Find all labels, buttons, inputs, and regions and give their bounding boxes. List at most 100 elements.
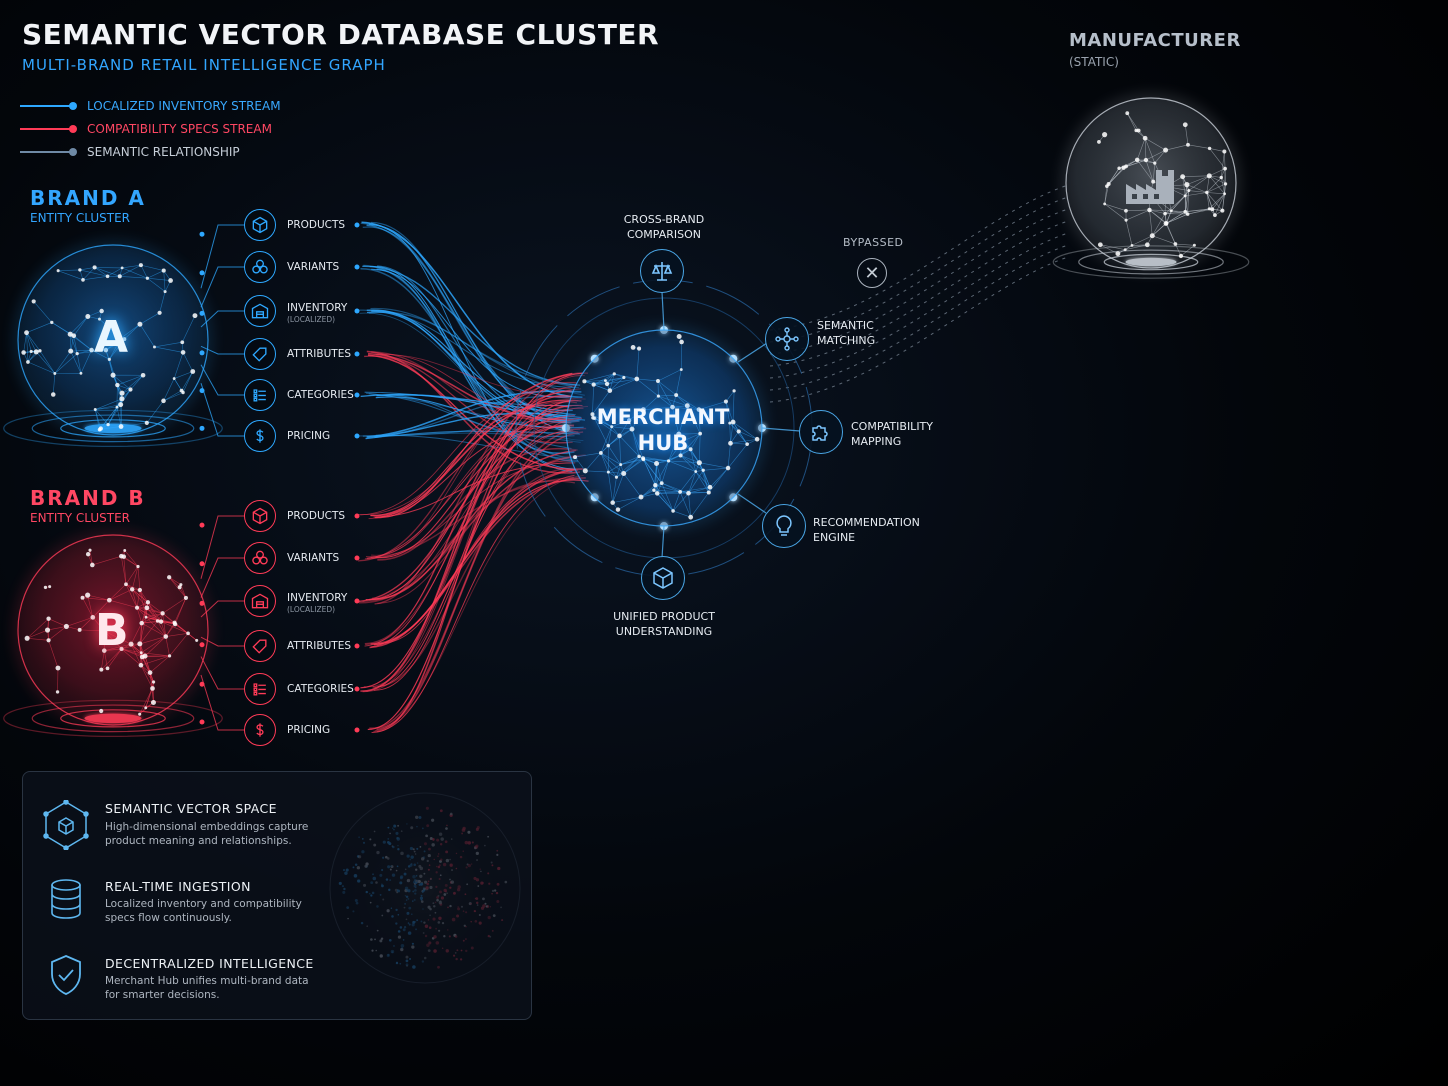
stream-line — [367, 400, 582, 731]
brand-b-item-label: VARIANTS — [287, 552, 339, 564]
manufacturer-sphere-node — [1222, 149, 1227, 154]
hub-core-node — [725, 465, 731, 471]
hub-core-node — [641, 457, 646, 462]
manufacturer-sphere-node — [1173, 242, 1178, 246]
brand-a-sphere-edge — [120, 323, 141, 339]
brand-b-sphere-node — [167, 575, 172, 580]
hub-core-node — [630, 345, 636, 350]
panel-item-desc: Localized inventory and compatibility sp… — [105, 898, 302, 924]
brand-b-sphere-node — [138, 712, 142, 716]
brand-a-sphere-node — [79, 371, 83, 375]
brand-b-sphere-edge — [147, 602, 162, 622]
brand-b-sphere-node — [139, 620, 144, 626]
hub-core-edge — [584, 380, 606, 382]
hub-core-edge — [607, 426, 612, 446]
brand-b-sphere-edge — [27, 638, 49, 641]
manufacturer-sphere-edge — [1144, 138, 1147, 161]
brand-a-sphere-edge — [94, 409, 100, 430]
hub-core-edge — [688, 470, 704, 494]
category-branch — [200, 310, 244, 328]
hub-core-node — [590, 412, 595, 417]
brand-a-sphere-edge — [27, 351, 32, 363]
brand-a-sphere-body — [17, 244, 209, 436]
manufacturer-sphere-edge — [1126, 113, 1137, 131]
hub-core-edge — [600, 452, 617, 478]
hub-core-node — [655, 378, 660, 383]
hub-core-edge — [619, 435, 640, 457]
category-label: ATTRIBUTES — [287, 640, 352, 652]
brand-a-sphere-node — [106, 422, 110, 427]
brand-a-sphere-edge — [147, 270, 164, 279]
stream-line — [377, 353, 574, 431]
hub-core-edge — [657, 380, 673, 408]
brand-a-sphere-edge — [82, 275, 108, 281]
brand-a-item-label: VARIANTS — [287, 261, 339, 273]
brand-a-sphere-node — [92, 265, 97, 270]
brand-a-sphere-edge — [26, 332, 29, 363]
hub-core-edge — [623, 473, 642, 498]
connector-lines — [199, 222, 801, 733]
page-subtitle: MULTI-BRAND RETAIL INTELLIGENCE GRAPH — [22, 56, 386, 74]
brand-a-sphere-node — [53, 372, 57, 375]
brand-b-sphere-edge — [26, 618, 49, 639]
hub-core-edge — [688, 471, 697, 494]
hub-core-node — [728, 440, 733, 446]
brand-a-sphere-node — [140, 372, 146, 378]
category-label: INVENTORY — [287, 592, 348, 604]
manufacturer-sphere-node — [1182, 122, 1188, 128]
manufacturer-subtitle: (STATIC) — [1069, 55, 1119, 69]
hub-core-edge — [680, 491, 709, 493]
manufacturer-sphere-edge — [1185, 192, 1207, 197]
hub-core-edge — [592, 384, 594, 415]
brand-b-sphere-edge — [121, 648, 142, 654]
manufacturer-sphere-node — [1097, 140, 1101, 144]
network-icon — [765, 317, 809, 361]
page-title: SEMANTIC VECTOR DATABASE CLUSTER — [22, 18, 660, 51]
category-sublabel: (LOCALIZED) — [287, 315, 336, 324]
manufacturer-sphere-node — [1178, 253, 1184, 259]
hub-core-edge — [676, 394, 700, 410]
manufacturer-sphere-edge — [1212, 193, 1225, 210]
branch-node — [199, 270, 205, 276]
brand-a-sphere-edge — [80, 349, 92, 374]
hub-core-edge — [612, 477, 617, 503]
brand-b-sphere-edge — [103, 650, 108, 669]
brand-a-sphere-edge — [182, 352, 194, 372]
hub-core-node — [629, 426, 635, 432]
brand-b-sphere-node — [136, 564, 140, 569]
manufacturer-link — [769, 244, 1069, 391]
hub-core-edge — [584, 381, 608, 385]
brand-a-sphere-edge — [122, 264, 141, 269]
brand-b-sphere-node — [195, 638, 199, 642]
brand-b-subtitle: ENTITY CLUSTER — [30, 511, 131, 525]
brand-a-sphere-edge — [117, 374, 144, 386]
hub-core-edge — [678, 433, 701, 435]
brand-a-sphere-edge — [105, 349, 114, 376]
hub-core-edge — [690, 433, 701, 450]
stream-line — [358, 382, 577, 562]
manufacturer-sphere-edge — [1145, 159, 1154, 182]
hub-core-edge — [612, 496, 642, 503]
brand-a-sphere-ring — [3, 409, 223, 448]
unified-line2: UNDERSTANDING — [615, 625, 713, 638]
brand-a-sphere-edge — [182, 315, 196, 343]
category-branch — [200, 656, 244, 690]
stream-line — [366, 407, 584, 559]
brand-a-sphere-edge — [79, 267, 95, 271]
hub-core-node — [653, 482, 658, 488]
manufacturer-sphere-node — [1121, 165, 1126, 170]
manufacturer-sphere-edge — [1152, 213, 1166, 236]
brand-b-sphere-node — [158, 619, 164, 624]
hub-core-node — [707, 484, 713, 490]
manufacturer-sphere-edge — [1166, 211, 1186, 224]
hub-core-edge — [593, 383, 608, 385]
hub-core-edge — [688, 486, 711, 494]
brand-a-sphere-edge — [76, 353, 82, 374]
hub-core-node — [730, 419, 736, 425]
brand-a-sphere-node — [110, 372, 116, 378]
brand-b-sphere-body — [17, 534, 209, 726]
brand-a-sphere-edge — [139, 324, 155, 348]
hub-core-edge — [623, 459, 644, 474]
stream-line — [375, 353, 586, 400]
brand-b-sphere-node — [123, 549, 127, 552]
